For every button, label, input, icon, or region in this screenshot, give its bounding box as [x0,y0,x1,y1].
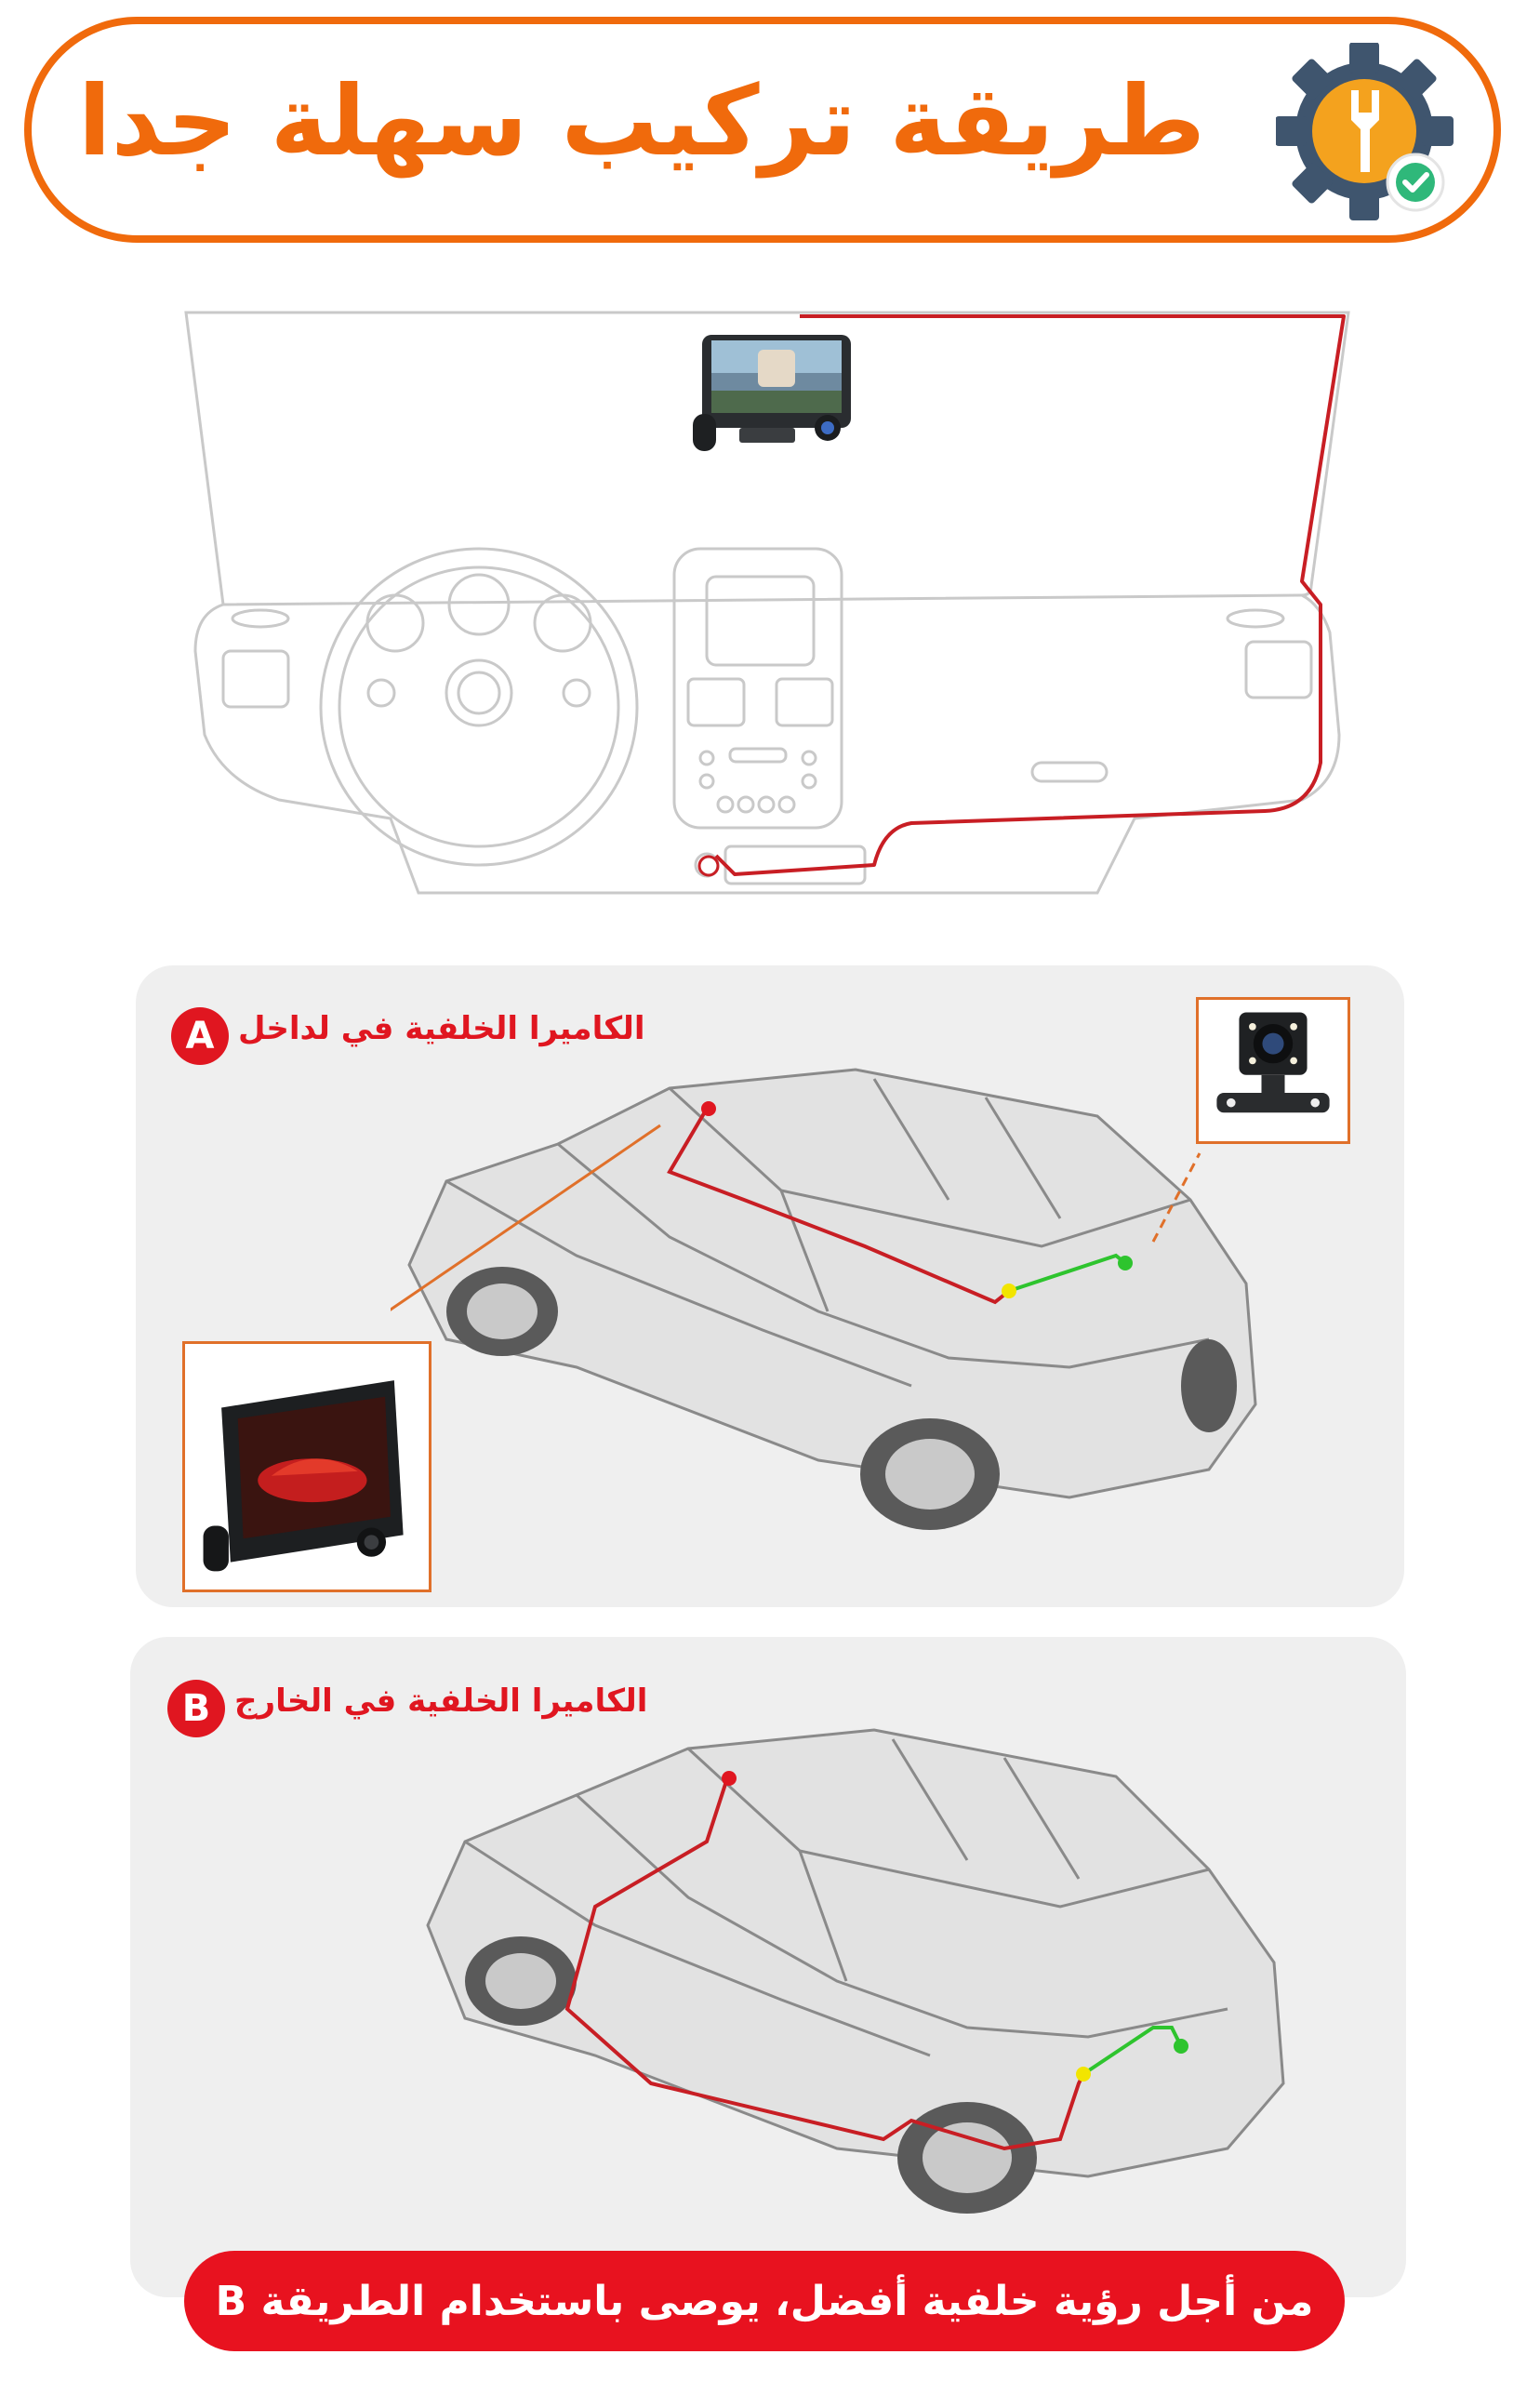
method-a-marker: A [171,1007,229,1065]
rear-camera-image [1216,1012,1330,1113]
title-banner [24,17,1501,243]
method-b-marker: B [167,1680,225,1737]
dashcam-screen-inset [182,1341,431,1592]
page-title: طريقة تركيب سهلة جدا [77,64,1206,178]
car-diagram-a [391,1068,1257,1530]
dashcam-screen-image [203,1380,404,1572]
method-b-label: الكاميرا الخلفية في الخارج [234,1683,648,1720]
method-a-label: الكاميرا الخلفية في لداخل [238,1010,645,1047]
car-diagram-b [426,1728,1285,2214]
rear-camera-inset [1196,997,1350,1144]
dashcam-device-image [693,335,851,451]
gear-wrench-icon [1276,43,1454,220]
recommendation-banner: من أجل رؤية خلفية أفضل، يوصى باستخدام ال… [184,2251,1345,2351]
check-icon [1386,153,1445,212]
dashboard-diagram [184,311,1350,895]
